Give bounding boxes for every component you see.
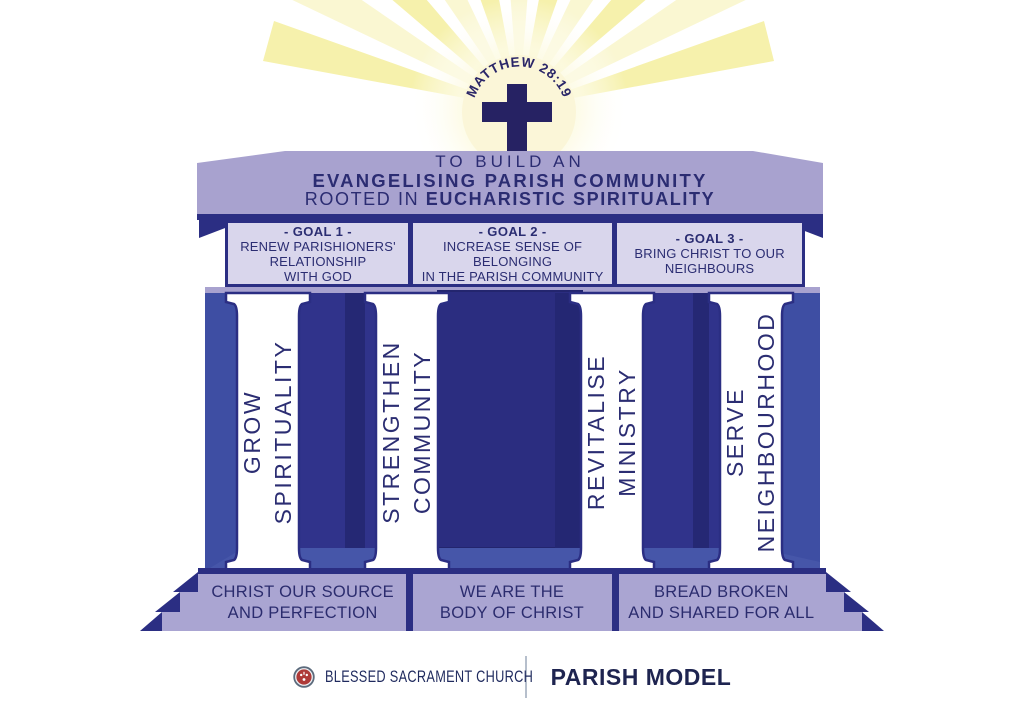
base-panel-row: CHRIST OUR SOURCE AND PERFECTION WE ARE … (198, 576, 826, 630)
mission-line-3-regular: ROOTED IN (304, 189, 426, 209)
footer-divider (524, 656, 527, 698)
church-name-wrap: BLESSED SACRAMENT CHURCH (324, 666, 533, 688)
mission-statement: TO BUILD AN EVANGELISING PARISH COMMUNIT… (197, 153, 823, 209)
pillar-2-label: STRENGTHEN COMMUNITY (378, 340, 435, 524)
pillar-4-label: SERVE NEIGHBOURHOOD (722, 311, 779, 553)
goal-2-heading: - GOAL 2 - (478, 223, 547, 239)
temple-floor (205, 548, 820, 571)
goal-1-body: RENEW PARISHIONERS' RELATIONSHIP WITH GO… (240, 238, 396, 284)
base-divider-2 (612, 574, 619, 631)
goal-2-body: INCREASE SENSE OF BELONGING IN THE PARIS… (421, 238, 604, 284)
base-panel-1: CHRIST OUR SOURCE AND PERFECTION (211, 583, 394, 622)
mission-line-3: ROOTED IN EUCHARISTIC SPIRITUALITY (197, 190, 823, 209)
goal-3-body: BRING CHRIST TO OUR NEIGHBOURS (634, 246, 785, 276)
stepped-base (140, 568, 884, 631)
base-divider-1 (406, 574, 413, 631)
church-crest-logo (292, 666, 315, 688)
goal-3-heading: - GOAL 3 - (675, 231, 744, 246)
base-top-line (198, 568, 826, 574)
base-panel-2: WE ARE THE BODY OF CHRIST (439, 583, 585, 622)
diagram-title: PARISH MODEL (550, 663, 732, 690)
church-name: BLESSED SACRAMENT CHURCH (324, 667, 533, 686)
colonnade-background (205, 290, 820, 571)
goal-1-heading: - GOAL 1 - (283, 223, 353, 239)
mission-line-1: TO BUILD AN (435, 152, 585, 171)
cross-icon (482, 84, 552, 158)
footer: BLESSED SACRAMENT CHURCH PARISH MODEL (0, 656, 1024, 698)
goal-box-1: - GOAL 1 - RENEW PARISHIONERS' RELATIONS… (228, 223, 408, 284)
mission-line-2: EVANGELISING PARISH COMMUNITY (312, 170, 708, 191)
pillar-1-label: GROW SPIRITUALITY (239, 339, 296, 525)
roof-cornice-band (197, 214, 823, 220)
goal-row: - GOAL 1 - RENEW PARISHIONERS' RELATIONS… (225, 220, 805, 287)
base-steps (162, 572, 862, 631)
goal-box-2: - GOAL 2 - INCREASE SENSE OF BELONGING I… (407, 223, 612, 284)
roof-pediment (197, 151, 823, 214)
pillar-3-label: REVITALISE MINISTRY (583, 353, 640, 511)
base-panel-3: BREAD BROKEN AND SHARED FOR ALL (628, 583, 815, 622)
goal-box-3: - GOAL 3 - BRING CHRIST TO OUR NEIGHBOUR… (612, 223, 802, 284)
mission-line-3-bold: EUCHARISTIC SPIRITUALITY (425, 189, 716, 209)
